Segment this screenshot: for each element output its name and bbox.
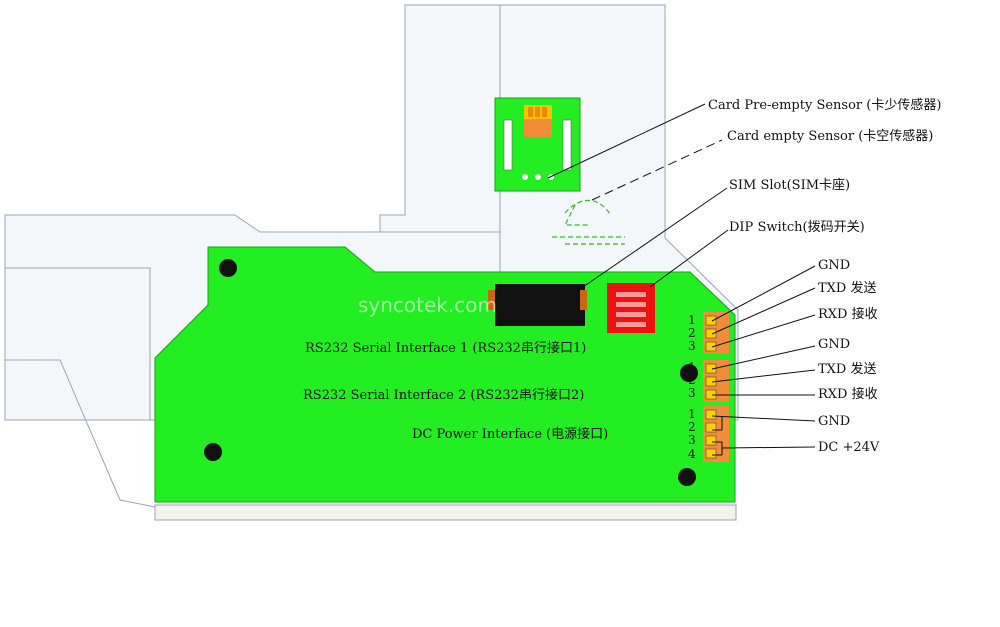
pin-label: 3 [688, 339, 696, 353]
signal-label: GND [818, 258, 850, 273]
pin-label: 1 [688, 313, 696, 327]
card-empty-sensor-label: Card empty Sensor (卡空传感器) [727, 128, 933, 144]
pin-label: 1 [688, 360, 696, 374]
connector-dc-power [703, 406, 729, 462]
pin-label: 3 [688, 386, 696, 400]
signal-label: RXD 接收 [818, 306, 878, 322]
signal-label: GND [818, 414, 850, 429]
pin-label: 2 [688, 326, 696, 340]
mounting-hole [680, 364, 698, 382]
sim-slot-label: SIM Slot(SIM卡座) [729, 178, 850, 193]
pin-label: 4 [688, 447, 696, 461]
pin-label: 3 [688, 433, 696, 447]
signal-label: TXD 发送 [818, 361, 876, 377]
mounting-hole [678, 468, 696, 486]
watermark: syncotek.com [358, 293, 497, 317]
rs232-2-label: RS232 Serial Interface 2 (RS232串行接口2) [303, 387, 584, 403]
pin-label: 2 [688, 420, 696, 434]
card-empty-sensor-outline [552, 199, 625, 245]
pin-label: 1 [688, 407, 696, 421]
pin-numbers: 1 2 3 1 2 3 1 2 3 4 [688, 313, 696, 461]
mounting-hole [204, 443, 222, 461]
rs232-1-label: RS232 Serial Interface 1 (RS232串行接口1) [305, 340, 586, 356]
signal-label: TXD 发送 [818, 280, 876, 296]
mounting-hole [219, 259, 237, 277]
dc-power-label: DC Power Interface (电源接口) [412, 426, 608, 442]
pin-label: 2 [688, 373, 696, 387]
main-pcb [154, 246, 736, 503]
sim-slot [488, 284, 587, 326]
signal-label: RXD 接收 [818, 386, 878, 402]
card-pre-empty-sensor-label: Card Pre-empty Sensor (卡少传感器) [708, 97, 941, 113]
card-pre-empty-sensor-board [494, 97, 581, 192]
signal-label: GND [818, 337, 850, 352]
leader-lines [547, 103, 816, 456]
signal-label: DC +24V [818, 440, 880, 455]
dip-switch-label: DIP Switch(拨码开关) [729, 220, 865, 235]
dip-switch [607, 283, 655, 333]
